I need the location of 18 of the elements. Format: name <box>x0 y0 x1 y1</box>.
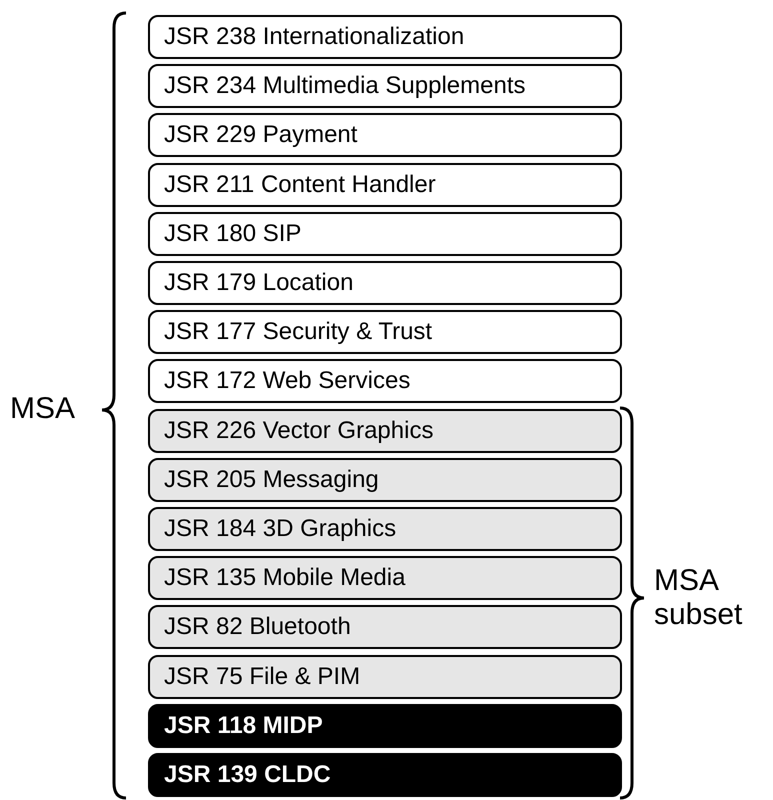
stack-layer-box: JSR 205 Messaging <box>148 458 622 502</box>
stack-layer-box: JSR 238 Internationalization <box>148 15 622 59</box>
stack-layer-box: JSR 82 Bluetooth <box>148 605 622 650</box>
stack-layer-box: JSR 226 Vector Graphics <box>148 408 622 453</box>
stack-layer-box: JSR 234 Multimedia Supplements <box>148 64 622 108</box>
stack-layer-box: JSR 172 Web Services <box>148 359 622 404</box>
stack-layer-box: JSR 179 Location <box>148 261 622 305</box>
stack-layer-box: JSR 180 SIP <box>148 212 622 256</box>
bracket-label: MSA subset <box>654 564 744 632</box>
stack-layer-box: JSR 139 CLDC <box>148 753 622 797</box>
stack-layer-box: JSR 177 Security & Trust <box>148 310 622 354</box>
stack-layer-box: JSR 229 Payment <box>148 113 622 158</box>
stack-layer-box: JSR 75 File & PIM <box>148 654 622 699</box>
bracket-label: MSA <box>10 392 76 426</box>
stack-layer-box: JSR 211 Content Handler <box>148 162 622 207</box>
stack-layer-box: JSR 184 3D Graphics <box>148 507 622 551</box>
stack-layer-box: JSR 118 MIDP <box>148 704 622 748</box>
stack-layer-box: JSR 135 Mobile Media <box>148 556 622 600</box>
